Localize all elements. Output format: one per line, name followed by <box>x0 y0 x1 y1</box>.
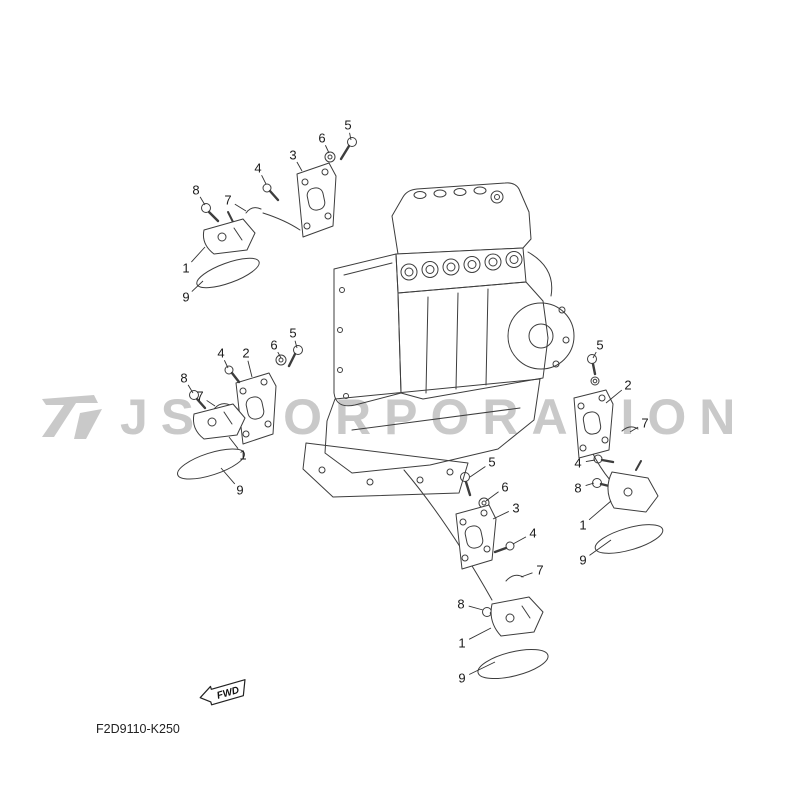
bolt-icon <box>287 352 297 368</box>
bolt-icon <box>587 354 597 364</box>
engine-mount <box>607 471 659 513</box>
bolt-icon <box>189 390 199 400</box>
bolt-icon <box>224 365 234 375</box>
damper-icon <box>505 574 524 582</box>
engine-block <box>262 182 611 601</box>
bolt-icon <box>207 210 220 223</box>
engine-mount <box>193 403 246 440</box>
mount-bracket <box>235 372 277 445</box>
washer-icon <box>275 354 287 366</box>
damper-icon <box>245 207 262 214</box>
mount-assembly-bottom <box>455 472 549 680</box>
engine-mount <box>490 596 544 637</box>
mount-shim <box>477 648 549 680</box>
bolt-icon <box>493 546 508 554</box>
damper-icon <box>213 403 231 410</box>
mount-shim <box>594 524 664 554</box>
mount-shim <box>177 448 245 480</box>
bolt-icon <box>505 541 515 551</box>
bolt-icon <box>464 480 472 497</box>
fwd-arrow-icon <box>199 679 246 706</box>
stud-icon <box>227 211 234 223</box>
bolt-icon <box>230 371 241 384</box>
washer-icon <box>590 376 600 386</box>
bolt-icon <box>600 458 615 464</box>
mount-assembly-top-left <box>196 137 357 289</box>
bolt-icon <box>482 607 492 617</box>
bolt-icon <box>339 144 351 161</box>
callout-leader-lines <box>187 132 639 675</box>
washer-icon <box>324 151 336 163</box>
bolt-icon <box>293 345 303 355</box>
bolt-icon <box>195 397 207 410</box>
bolt-icon <box>262 183 272 193</box>
mount-assembly-left-middle <box>177 345 303 480</box>
bolt-icon <box>201 203 211 213</box>
fwd-flag: FWD <box>199 679 246 706</box>
bolt-icon <box>347 137 357 147</box>
bolt-icon <box>268 189 280 202</box>
mount-shim <box>196 257 260 289</box>
engine-mount <box>203 218 256 255</box>
bolt-icon <box>591 362 597 376</box>
mount-bracket <box>296 162 337 238</box>
part-code-label: F2D9110-K250 <box>96 722 180 736</box>
mount-assembly-right <box>573 354 664 554</box>
